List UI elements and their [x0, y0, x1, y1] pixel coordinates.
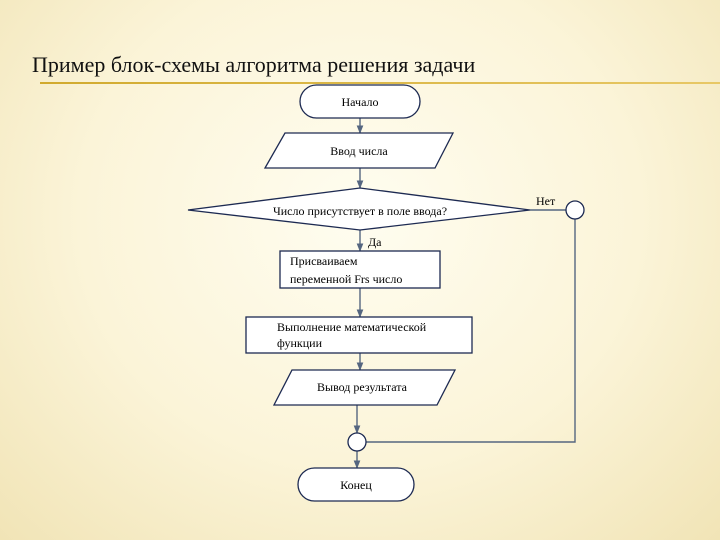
decision-node: Число присутствует в поле ввода?: [187, 187, 531, 231]
connector-no-loop: [366, 219, 576, 443]
no-branch-connector: [565, 200, 585, 220]
input-node: Ввод числа: [263, 132, 455, 169]
merge-connector: [347, 432, 367, 452]
input-label: Ввод числа: [330, 144, 388, 158]
assign-node: Присваиваем переменной Frs число: [279, 250, 441, 289]
slide-title: Пример блок-схемы алгоритма решения зада…: [32, 52, 476, 77]
decision-label: Число присутствует в поле ввода?: [273, 204, 447, 218]
compute-node: Выполнение математической функции: [245, 316, 473, 354]
compute-label-line1: Выполнение математической: [277, 320, 427, 334]
start-label: Начало: [342, 95, 379, 109]
start-node: Начало: [299, 84, 421, 119]
flow-connectors: [353, 118, 576, 469]
output-node: Вывод результата: [272, 369, 457, 406]
title-underline: [40, 82, 720, 84]
end-node: Конец: [297, 467, 415, 502]
assign-label-line1: Присваиваем: [290, 254, 358, 268]
yes-label: Да: [368, 235, 382, 249]
no-label: Нет: [536, 194, 556, 208]
assign-label-line2: переменной Frs число: [290, 272, 402, 286]
output-label: Вывод результата: [317, 380, 408, 394]
compute-label-line2: функции: [277, 336, 323, 350]
end-label: Конец: [340, 478, 372, 492]
